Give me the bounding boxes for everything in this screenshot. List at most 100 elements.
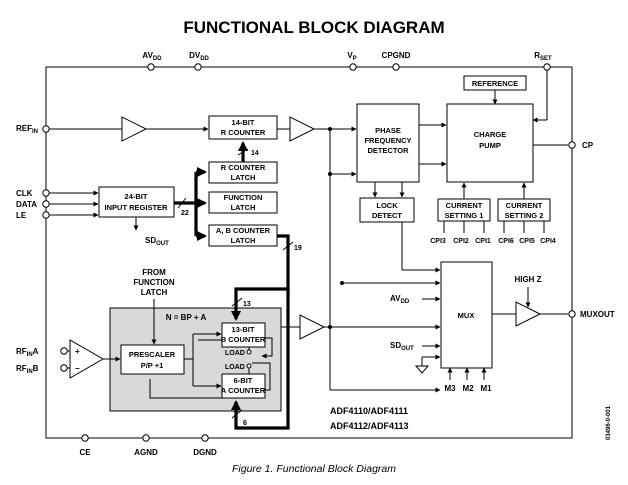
cpi-labels-1: CPI3 CPI2 CPI1	[430, 238, 491, 245]
svg-text:LATCH: LATCH	[231, 173, 256, 182]
part-number-1: ADF4110/ADF4111	[330, 406, 408, 416]
pin-rset: RSET	[534, 51, 552, 71]
rf-input-amplifier	[69, 339, 105, 379]
pin-cp: CP	[568, 141, 594, 150]
svg-text:CLK: CLK	[16, 189, 33, 198]
svg-text:FREQUENCY: FREQUENCY	[364, 136, 411, 145]
pin-le: LE	[16, 211, 50, 220]
b-counter-block: 13-BIT B COUNTER	[221, 322, 266, 348]
svg-text:LE: LE	[16, 211, 27, 220]
svg-text:CURRENT: CURRENT	[446, 201, 483, 210]
svg-text:DVDD: DVDD	[189, 51, 209, 62]
charge-pump-block: CHARGE PUMP	[446, 103, 534, 183]
svg-text:PUMP: PUMP	[479, 141, 501, 150]
pin-agnd: AGND	[134, 434, 158, 457]
ground-symbol	[414, 365, 430, 374]
svg-text:CPI2: CPI2	[453, 238, 469, 245]
svg-text:A, B COUNTER: A, B COUNTER	[216, 226, 271, 235]
pin-dvdd: DVDD	[189, 51, 210, 71]
svg-text:MUX: MUX	[458, 311, 475, 320]
prescaler-block: PRESCALER P/P +1	[120, 344, 185, 375]
svg-text:CE: CE	[79, 448, 91, 457]
svg-text:13: 13	[243, 301, 251, 308]
chip-outline	[45, 66, 573, 439]
svg-text:MUXOUT: MUXOUT	[580, 310, 615, 319]
svg-text:14-BIT: 14-BIT	[232, 118, 255, 127]
svg-text:CPI5: CPI5	[519, 238, 535, 245]
svg-text:INPUT REGISTER: INPUT REGISTER	[105, 203, 169, 212]
pin-clk: CLK	[16, 189, 50, 198]
r-counter-block: 14-BIT R COUNTER	[208, 115, 278, 140]
svg-text:RFINA: RFINA	[16, 347, 39, 358]
svg-text:LATCH: LATCH	[141, 288, 168, 297]
svg-text:RFINB: RFINB	[16, 364, 39, 375]
svg-text:−: −	[75, 364, 80, 373]
svg-text:FROM: FROM	[142, 268, 166, 277]
input-register-block: 24-BIT INPUT REGISTER	[98, 186, 175, 218]
reference-block: REFERENCE	[463, 75, 527, 91]
svg-text:PRESCALER: PRESCALER	[129, 350, 176, 359]
function-latch-block: FUNCTION LATCH	[208, 191, 278, 214]
current-setting-1-block: CURRENT SETTING 1	[437, 198, 491, 222]
svg-text:AGND: AGND	[134, 448, 158, 457]
pin-rfinb: RFINB	[16, 364, 68, 375]
svg-text:VP: VP	[347, 51, 356, 62]
svg-text:LATCH: LATCH	[231, 236, 256, 245]
svg-text:6-BIT: 6-BIT	[234, 376, 253, 385]
svg-text:SDOUT: SDOUT	[145, 236, 169, 247]
muxout-buffer	[515, 301, 542, 327]
svg-text:SDOUT: SDOUT	[390, 341, 414, 352]
svg-text:R COUNTER: R COUNTER	[221, 128, 266, 137]
svg-text:M2: M2	[462, 384, 474, 393]
svg-text:24-BIT: 24-BIT	[125, 192, 148, 201]
svg-text:N = BP + A: N = BP + A	[166, 313, 207, 322]
svg-text:CPI3: CPI3	[430, 238, 446, 245]
svg-text:AVDD: AVDD	[142, 51, 162, 62]
svg-text:DETECT: DETECT	[372, 211, 402, 220]
svg-text:CPGND: CPGND	[382, 51, 411, 60]
svg-text:FUNCTION: FUNCTION	[224, 193, 263, 202]
svg-text:FUNCTION: FUNCTION	[133, 278, 175, 287]
side-code: 03496-0-001	[606, 405, 612, 440]
svg-text:M1: M1	[480, 384, 492, 393]
svg-text:PHASE: PHASE	[375, 126, 401, 135]
pin-muxout: MUXOUT	[568, 310, 615, 319]
svg-text:LATCH: LATCH	[231, 203, 256, 212]
m-pins: M3 M2 M1	[444, 367, 492, 393]
svg-text:REFERENCE: REFERENCE	[472, 79, 518, 88]
pin-ce: CE	[79, 434, 91, 457]
figure-caption: Figure 1. Functional Block Diagram	[232, 463, 396, 475]
phase-frequency-detector-block: PHASE FREQUENCY DETECTOR	[356, 103, 420, 183]
svg-text:A COUNTER: A COUNTER	[221, 386, 266, 395]
pin-cpgnd: CPGND	[382, 51, 411, 71]
svg-text:CP: CP	[582, 141, 594, 150]
svg-text:AVDD: AVDD	[390, 294, 410, 305]
pin-vp: VP	[347, 51, 357, 71]
svg-text:+: +	[75, 347, 80, 356]
svg-text:13-BIT: 13-BIT	[232, 325, 255, 334]
svg-text:LOAD: LOAD	[225, 350, 245, 357]
n-counter-buffer	[299, 314, 326, 340]
svg-text:LOAD: LOAD	[225, 364, 245, 371]
svg-text:19: 19	[294, 245, 302, 252]
lock-detect-block: LOCK DETECT	[359, 197, 415, 223]
current-setting-2-block: CURRENT SETTING 2	[497, 198, 551, 222]
pin-refin: REFIN	[16, 124, 50, 135]
svg-text:RSET: RSET	[534, 51, 552, 62]
svg-text:CURRENT: CURRENT	[506, 201, 543, 210]
svg-text:14: 14	[251, 150, 259, 157]
svg-text:CPI6: CPI6	[498, 238, 514, 245]
svg-text:R COUNTER: R COUNTER	[221, 163, 266, 172]
svg-text:P/P +1: P/P +1	[141, 361, 164, 370]
svg-text:M3: M3	[444, 384, 456, 393]
pin-data: DATA	[16, 200, 50, 209]
svg-text:CPI4: CPI4	[540, 238, 556, 245]
r-buffer	[289, 116, 316, 142]
mux-block: MUX	[440, 261, 493, 369]
ref-buffer	[121, 116, 148, 142]
pin-avdd: AVDD	[142, 51, 162, 71]
cpi-labels-2: CPI6 CPI5 CPI4	[498, 238, 556, 245]
svg-text:CPI1: CPI1	[475, 238, 491, 245]
